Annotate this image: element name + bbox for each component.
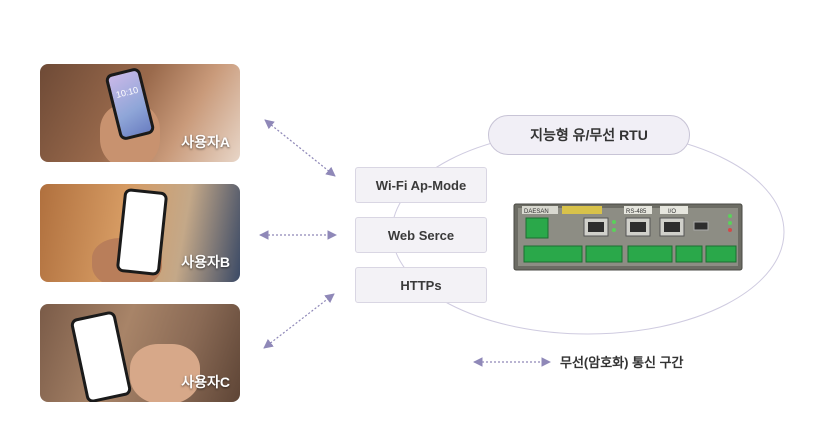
user-card-a: 10:10 사용자A [40, 64, 240, 162]
user-a-label: 사용자A [181, 134, 230, 150]
ethernet-port-2-socket [630, 222, 646, 232]
io-label-plate [660, 206, 688, 214]
led-indicator [728, 221, 732, 225]
protocol-web-box: Web Serce [355, 217, 487, 253]
arrow-user-c [263, 293, 335, 349]
ethernet-port-3-socket [664, 222, 680, 232]
user-card-c: 사용자C [40, 304, 240, 402]
led-indicator [612, 220, 616, 224]
ethernet-port-1-socket [588, 222, 604, 232]
protocol-wifi-box: Wi-Fi Ap-Mode [355, 167, 487, 203]
brand-text: DAESAN [524, 209, 549, 215]
terminal-block-2 [585, 245, 623, 263]
io-label: I/O [668, 209, 676, 215]
terminal-block-5 [705, 245, 737, 263]
brand-plate [522, 206, 558, 214]
rs485-label: RS-485 [626, 209, 647, 215]
user-card-b: 사용자B [40, 184, 240, 282]
rtu-title: 지능형 유/무선 RTU [488, 115, 690, 155]
protocol-https-box: HTTPs [355, 267, 487, 303]
arrow-user-a [264, 119, 336, 177]
led-indicator [728, 214, 732, 218]
led-indicator [728, 228, 732, 232]
usb-port [693, 221, 709, 231]
hand-icon [130, 344, 200, 402]
rs485-label-plate [624, 206, 652, 214]
terminal-block-3 [627, 245, 673, 263]
terminal-block-1 [523, 245, 583, 263]
user-c-label: 사용자C [181, 374, 230, 390]
terminal-block-4 [675, 245, 703, 263]
power-terminal [525, 217, 549, 239]
led-indicator [612, 228, 616, 232]
user-b-label: 사용자B [181, 254, 230, 270]
legend-label: 무선(암호화) 통신 구간 [560, 355, 684, 370]
model-strip [562, 206, 602, 214]
